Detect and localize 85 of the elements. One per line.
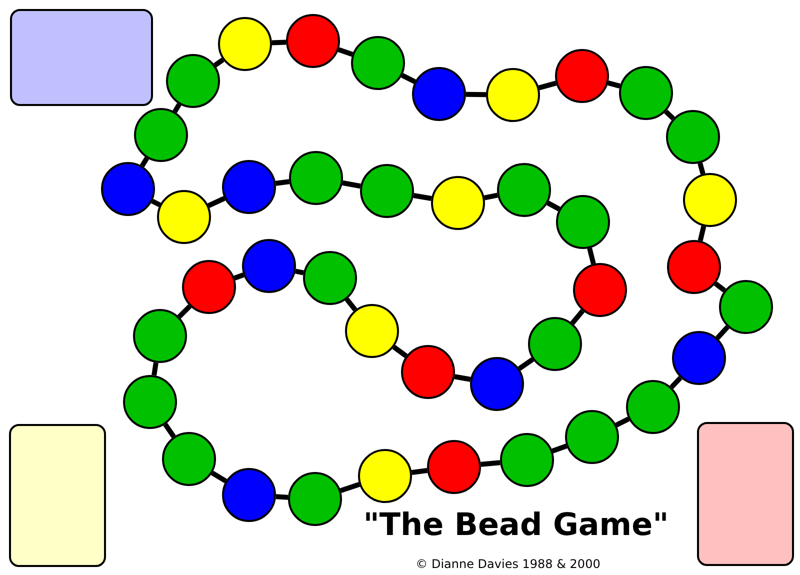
bead xyxy=(565,410,619,464)
bead xyxy=(412,67,466,121)
bead xyxy=(218,17,272,71)
bead xyxy=(619,66,673,120)
copyright-notice: © Dianne Davies 1988 & 2000 xyxy=(416,557,600,572)
bead xyxy=(222,468,276,522)
string-segment xyxy=(151,198,161,208)
string-segment xyxy=(207,196,226,208)
bead xyxy=(345,304,399,358)
string-segment xyxy=(413,193,432,201)
string-segment xyxy=(466,92,486,98)
bead xyxy=(470,357,524,411)
title: "The Bead Game" xyxy=(363,506,669,544)
string-segment xyxy=(272,40,286,46)
bead xyxy=(555,49,609,103)
bead xyxy=(667,240,721,294)
string-segment xyxy=(670,376,682,390)
bead xyxy=(486,68,540,122)
bead xyxy=(242,239,296,293)
empty-panel xyxy=(9,424,106,567)
bead xyxy=(556,195,610,249)
bead xyxy=(289,151,343,205)
empty-panel xyxy=(697,422,794,566)
string-segment xyxy=(411,468,428,475)
string-segment xyxy=(163,422,176,438)
string-segment xyxy=(552,444,568,454)
string-segment xyxy=(546,200,560,212)
bead xyxy=(683,173,737,227)
bead xyxy=(427,440,481,494)
string-segment xyxy=(454,374,471,382)
string-segment xyxy=(214,58,224,68)
bead xyxy=(431,176,485,230)
string-segment xyxy=(177,304,192,319)
string-segment xyxy=(518,357,534,371)
bead xyxy=(288,472,342,526)
string-segment xyxy=(698,226,706,242)
bead xyxy=(133,309,187,363)
bead xyxy=(360,164,414,218)
bead xyxy=(500,433,554,487)
string-segment xyxy=(340,482,360,493)
bead xyxy=(157,190,211,244)
bead xyxy=(666,110,720,164)
string-segment xyxy=(607,80,621,88)
string-segment xyxy=(275,179,290,186)
string-segment xyxy=(570,309,585,325)
bead xyxy=(182,260,236,314)
bead xyxy=(222,160,276,214)
string-segment xyxy=(295,268,304,276)
string-segment xyxy=(140,156,150,168)
bead xyxy=(626,380,680,434)
string-segment xyxy=(338,47,354,57)
bead xyxy=(123,375,177,429)
bead xyxy=(573,263,627,317)
string-segment xyxy=(587,248,596,264)
string-segment xyxy=(210,470,228,484)
string-segment xyxy=(714,281,726,293)
string-segment xyxy=(152,362,158,376)
string-segment xyxy=(715,325,730,340)
bead xyxy=(162,432,216,486)
string-segment xyxy=(342,180,361,189)
bead xyxy=(286,14,340,68)
empty-panel xyxy=(10,9,153,106)
string-segment xyxy=(344,298,358,312)
bead xyxy=(351,36,405,90)
string-segment xyxy=(698,162,706,175)
string-segment xyxy=(480,460,500,467)
bead xyxy=(672,331,726,385)
bead xyxy=(497,163,551,217)
string-segment xyxy=(664,110,675,120)
bead xyxy=(358,449,412,503)
string-segment xyxy=(400,73,416,84)
bead xyxy=(134,108,188,162)
bead xyxy=(528,317,582,371)
string-segment xyxy=(234,272,244,280)
string-segment xyxy=(172,102,182,114)
string-segment xyxy=(484,192,498,200)
bead xyxy=(303,251,357,305)
string-segment xyxy=(392,344,408,358)
bead xyxy=(101,162,155,216)
string-segment xyxy=(276,494,288,500)
string-segment xyxy=(615,416,630,428)
bead xyxy=(719,280,773,334)
bead xyxy=(401,345,455,399)
string-segment xyxy=(538,80,557,90)
bead xyxy=(166,54,220,108)
